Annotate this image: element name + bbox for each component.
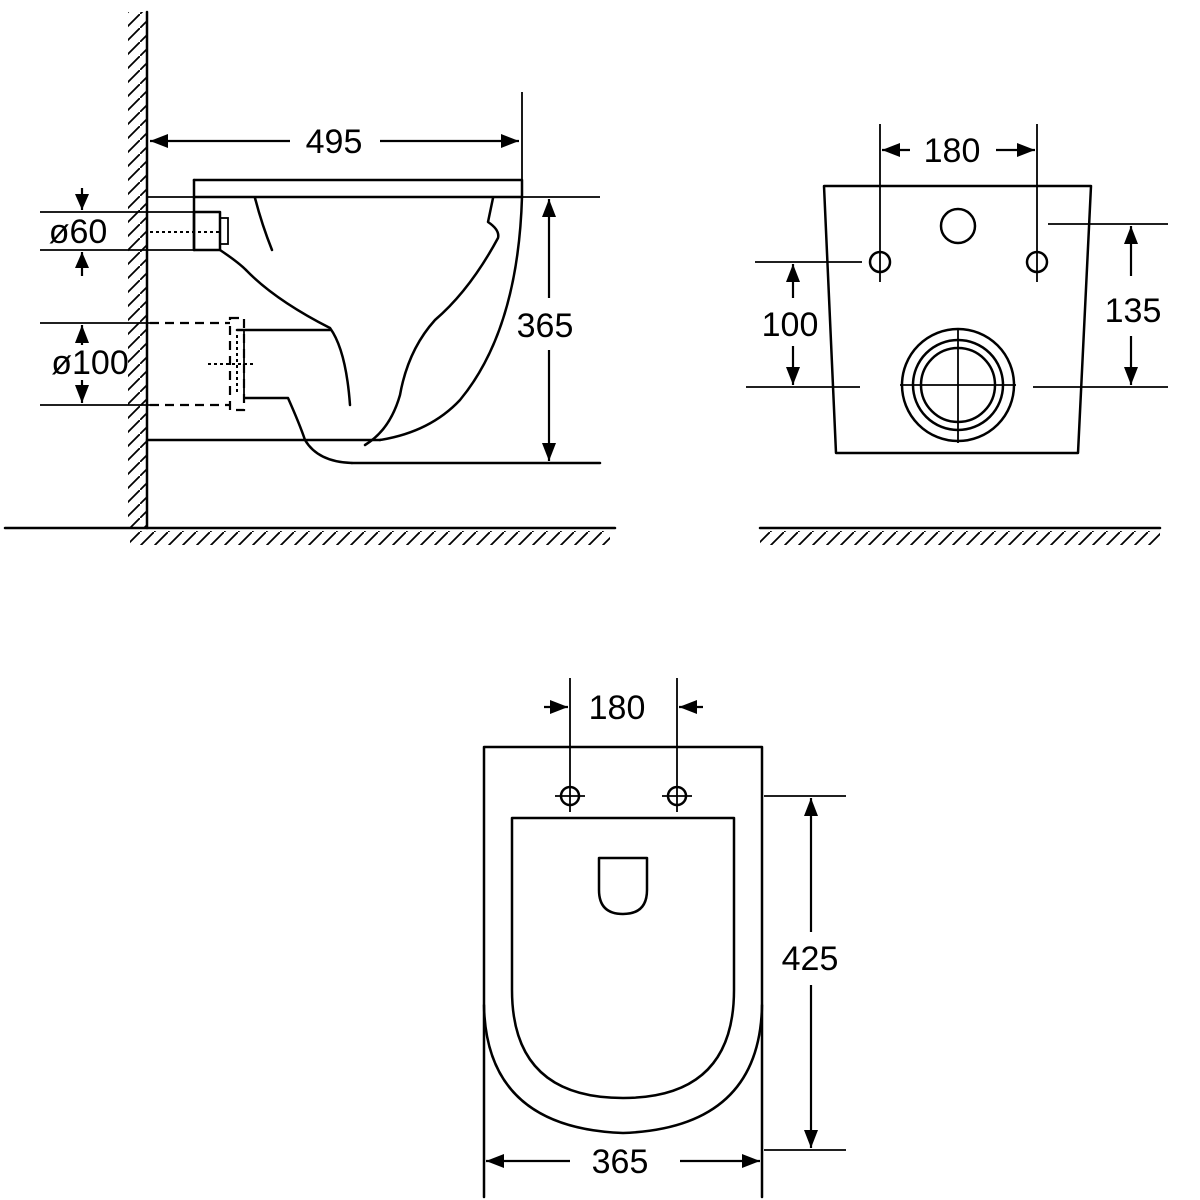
bowl-opening (597, 856, 649, 916)
dimension-label-180-top: 180 (589, 689, 646, 727)
top-view: 180 425 365 (482, 678, 846, 1199)
dimension-outlet-height-rear: 100 (762, 264, 819, 385)
dimension-width-495: 495 (150, 123, 519, 161)
dimension-label-o100: ø100 (51, 344, 129, 382)
dimension-label-180-rear: 180 (924, 132, 981, 170)
dimension-label-425: 425 (782, 940, 839, 978)
dimension-bolt-spacing-rear: 180 (882, 132, 1035, 170)
dimension-inlet-offset-rear: 135 (1105, 226, 1162, 385)
dimension-width-365-top: 365 (486, 1143, 760, 1181)
seat-outline (510, 816, 736, 1100)
dimension-outlet-diameter: ø100 (51, 325, 129, 403)
dimension-label-495: 495 (306, 123, 363, 161)
inlet-hole (939, 207, 977, 245)
dimension-label-o60: ø60 (49, 213, 108, 251)
side-view: 495 365 ø60 ø100 (3, 10, 617, 545)
rear-plate-outline (822, 184, 1093, 455)
floor-side (3, 526, 617, 545)
dimension-length-425: 425 (782, 798, 839, 1148)
dimension-label-365-top: 365 (592, 1143, 649, 1181)
dimension-label-100: 100 (762, 306, 819, 344)
dimension-bolt-spacing-top: 180 (544, 689, 703, 727)
top-body-outline (482, 745, 764, 1199)
rear-view: 180 100 135 (746, 124, 1168, 545)
wall (128, 10, 149, 530)
dimension-inlet-diameter: ø60 (49, 188, 108, 276)
dimension-height-365: 365 (517, 199, 574, 461)
outlet-rear (900, 327, 1016, 443)
dimension-label-365-side: 365 (517, 307, 574, 345)
floor-rear (758, 526, 1162, 545)
outlet-pipe-side (150, 316, 256, 412)
top-outer-bowl (482, 1003, 764, 1135)
dimension-label-135: 135 (1105, 292, 1162, 330)
